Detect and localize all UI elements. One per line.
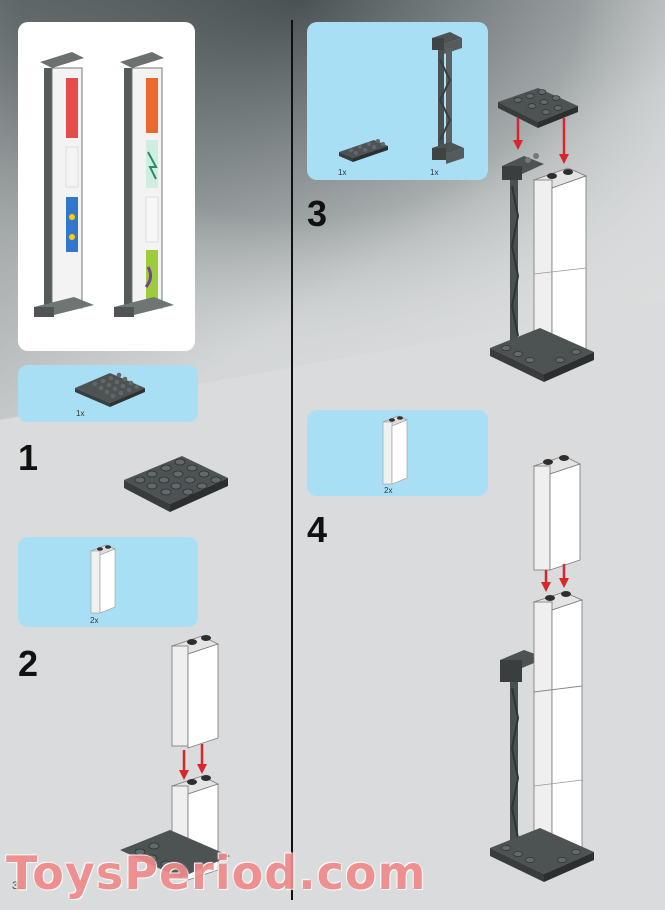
step-4-assembly: [490, 455, 594, 882]
brick-1x2x5-part-icon: [90, 544, 116, 614]
plate-4x4-part-icon: [75, 372, 145, 407]
step-2-number: 2: [18, 643, 39, 684]
page-number: 32: [12, 880, 25, 892]
tower-b: [114, 52, 174, 317]
assembly-arrows: [179, 744, 207, 780]
support-column-part-icon: [432, 32, 464, 164]
step-2-part-qty: 2x: [90, 616, 99, 625]
step-3-assembly: [490, 88, 594, 382]
step-4-part-qty: 2x: [384, 486, 393, 495]
watermark: ToysPeriod.com: [6, 846, 427, 900]
step-3-number: 3: [307, 193, 328, 234]
step-1-plate-assembly: [124, 456, 228, 512]
step-2-brick-assembly: [120, 635, 230, 881]
plate-2x4-part-icon: [339, 139, 388, 162]
step-1-number: 1: [18, 437, 39, 478]
step-3-part-1-qty: 1x: [338, 168, 347, 177]
step-1-part-qty: 1x: [76, 409, 85, 418]
poster-red: [66, 78, 78, 138]
preview-towers-illustration: [34, 52, 174, 317]
poster-blue: [66, 197, 78, 252]
step-4-number: 4: [307, 509, 328, 550]
column-divider: [291, 20, 293, 900]
poster-orange: [146, 78, 158, 133]
tower-a: [34, 52, 94, 317]
brick-1x2x5-part-icon-step4: [382, 415, 408, 485]
step-3-part-2-qty: 1x: [430, 168, 439, 177]
